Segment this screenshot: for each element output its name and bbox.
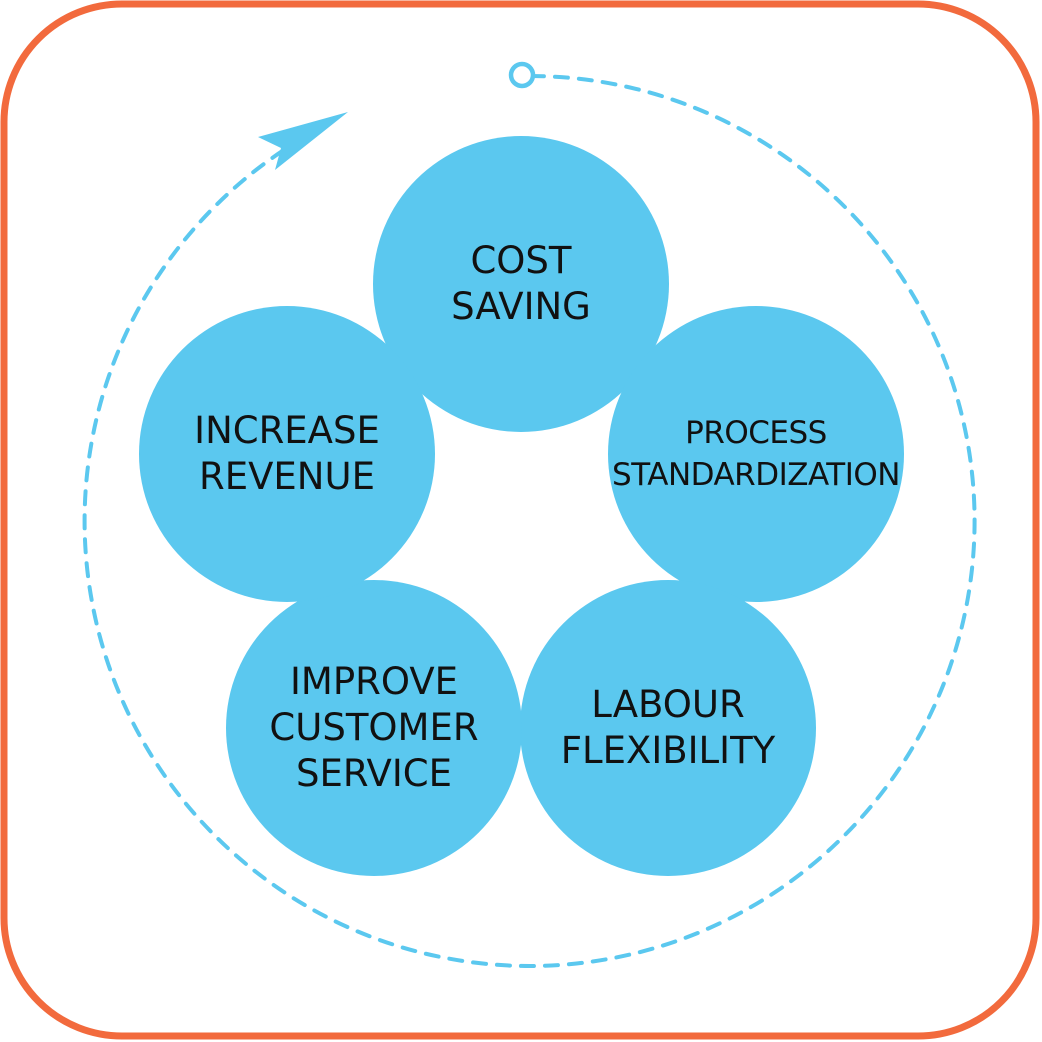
node-circle-process-standardization: [608, 306, 904, 602]
cycle-start-marker: [508, 61, 536, 89]
node-circle-cost-saving: [373, 136, 669, 432]
cycle-arrow-head: [258, 112, 348, 170]
cycle-dashed-path: [82, 74, 977, 968]
node-circle-labour-flexibility: [520, 580, 816, 876]
node-circle-increase-revenue: [139, 306, 435, 602]
node-circle-improve-customer-service: [226, 580, 522, 876]
